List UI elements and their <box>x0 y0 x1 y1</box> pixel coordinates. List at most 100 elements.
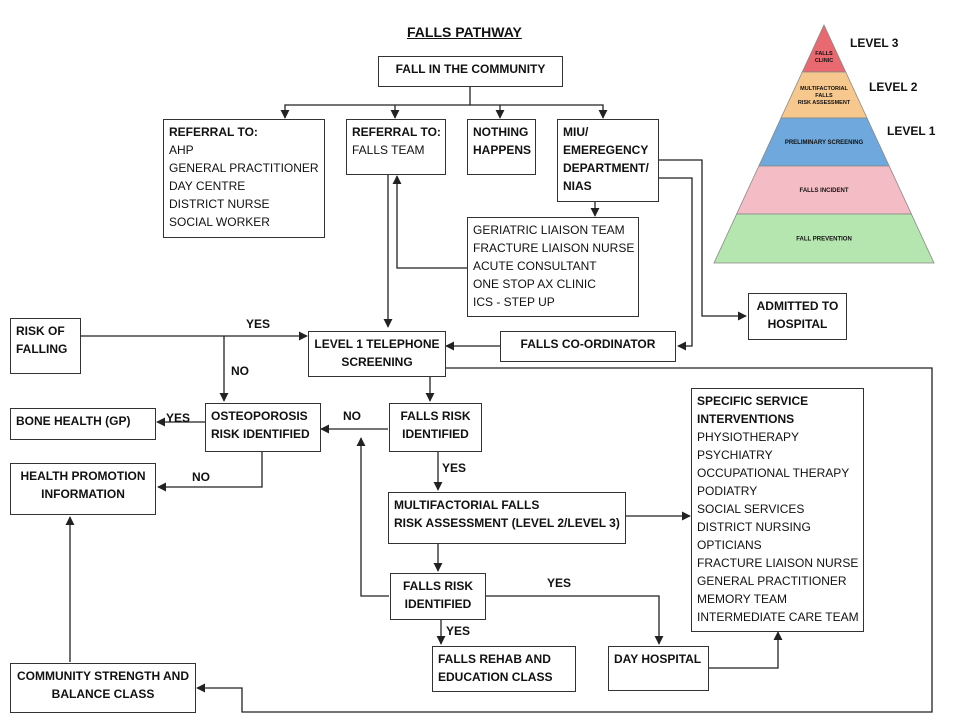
pyramid-level-text: RISK ASSESSMENT <box>798 100 851 106</box>
pyramid-level-text: MULTIFACTORIAL <box>800 86 848 92</box>
box-heading: REFERRAL TO: <box>169 125 258 139</box>
box-specific-services: SPECIFIC SERVICE INTERVENTIONS PHYSIOTHE… <box>691 388 864 632</box>
box-falls-coordinator: FALLS CO-ORDINATOR <box>500 331 676 362</box>
label-yes-bone: YES <box>166 411 191 425</box>
box-text: RISK ASSESSMENT (LEVEL 2/LEVEL 3) <box>394 516 620 530</box>
box-text: BONE HEALTH (GP) <box>16 414 131 428</box>
box-text: MULTIFACTORIAL FALLS <box>394 498 540 512</box>
box-level1-telephone-screening: LEVEL 1 TELEPHONE SCREENING <box>308 331 446 377</box>
pyramid-level-5 <box>713 213 935 264</box>
box-item: PSYCHIATRY <box>697 448 773 462</box>
box-text: ADMITTED TO <box>756 299 839 313</box>
box-text: FALLING <box>16 342 68 356</box>
label-yes-rehab: YES <box>446 624 471 638</box>
pyramid-level-text: FALLS <box>815 93 833 99</box>
box-nothing-happens: NOTHING HAPPENS <box>467 119 536 175</box>
box-item: OPTICIANS <box>697 538 762 552</box>
connector-fallsrisk2-loop <box>356 437 389 597</box>
box-text: EMEREGENCY <box>563 143 649 157</box>
box-text: RISK OF <box>16 324 65 338</box>
box-osteoporosis-risk: OSTEOPOROSIS RISK IDENTIFIED <box>205 403 321 452</box>
label-no-risk: NO <box>231 364 249 378</box>
box-item: DISTRICT NURSING <box>697 520 811 534</box>
label-no-osteo: NO <box>343 409 361 423</box>
box-item: INTERMEDIATE CARE TEAM <box>697 610 859 624</box>
box-admitted-to-hospital: ADMITTED TO HOSPITAL <box>748 293 847 340</box>
box-text: IDENTIFIED <box>404 597 472 611</box>
box-community-strength-balance: COMMUNITY STRENGTH AND BALANCE CLASS <box>10 663 196 713</box>
box-health-promotion: HEALTH PROMOTION INFORMATION <box>10 463 156 515</box>
box-text: NIAS <box>563 179 592 193</box>
pyramid-level-1 <box>801 24 847 73</box>
box-day-hospital: DAY HOSPITAL <box>608 646 709 691</box>
box-item: DISTRICT NURSE <box>169 197 270 211</box>
box-item: FRACTURE LIAISON NURSE <box>473 241 635 255</box>
box-falls-risk-identified-2: FALLS RISK IDENTIFIED <box>390 573 486 620</box>
box-text: OSTEOPOROSIS <box>211 409 308 423</box>
box-text: NOTHING <box>473 125 529 139</box>
connector-fall-miu <box>470 104 608 119</box>
box-text: DAY HOSPITAL <box>614 652 702 666</box>
box-text: HOSPITAL <box>767 317 828 331</box>
connector-dayhosp-services <box>709 631 783 669</box>
pyramid-level-text: CLINIC <box>815 58 833 64</box>
box-item: ONE STOP AX CLINIC <box>473 277 596 291</box>
label-yes-dayhosp: YES <box>547 576 572 590</box>
pyramid-level-text: FALL PREVENTION <box>796 237 852 243</box>
box-falls-rehab-education: FALLS REHAB AND EDUCATION CLASS <box>432 646 576 692</box>
box-falls-risk-identified-1: FALLS RISK IDENTIFIED <box>389 403 482 452</box>
box-item: FRACTURE LIAISON NURSE <box>697 556 859 570</box>
box-bone-health: BONE HEALTH (GP) <box>10 408 156 440</box>
level-3-label: LEVEL 3 <box>850 36 899 50</box>
box-text: FALLS RISK <box>400 409 471 423</box>
label-no-health: NO <box>192 470 210 484</box>
box-fall-in-community: FALL IN THE COMMUNITY <box>378 56 563 87</box>
box-item: GENERAL PRACTITIONER <box>697 574 847 588</box>
box-text: BALANCE CLASS <box>51 687 155 701</box>
box-referral-to-falls-team: REFERRAL TO: FALLS TEAM <box>346 119 446 175</box>
box-item: MEMORY TEAM <box>697 592 788 606</box>
box-item: GENERAL PRACTITIONER <box>169 161 319 175</box>
box-item: PHYSIOTHERAPY <box>697 430 800 444</box>
box-text: IDENTIFIED <box>402 427 469 441</box>
level-2-label: LEVEL 2 <box>869 80 918 94</box>
box-multifactorial-assessment: MULTIFACTORIAL FALLS RISK ASSESSMENT (LE… <box>388 492 626 544</box>
box-referral-to-general: REFERRAL TO: AHP GENERAL PRACTITIONER DA… <box>163 119 325 238</box>
box-item: OCCUPATIONAL THERAPY <box>697 466 850 480</box>
box-item: PODIATRY <box>697 484 758 498</box>
box-heading: REFERRAL TO: <box>352 125 441 139</box>
page-title: FALLS PATHWAY <box>407 24 522 40</box>
box-miu-emergency: MIU/ EMEREGENCY DEPARTMENT/ NIAS <box>557 119 659 202</box>
box-text: HAPPENS <box>473 143 532 157</box>
label-yes-falls1: YES <box>442 461 467 475</box>
box-text: DEPARTMENT/ <box>563 161 649 175</box>
box-text: FALLS RISK <box>402 579 473 593</box>
box-item: DAY CENTRE <box>169 179 246 193</box>
pyramid-level-text: FALLS <box>815 51 833 57</box>
pyramid-level-text: PRELIMINARY SCREENING <box>785 140 864 146</box>
label-yes-risk: YES <box>246 317 271 331</box>
box-text: RISK IDENTIFIED <box>211 427 310 441</box>
box-text: MIU/ <box>563 125 589 139</box>
box-item: GERIATRIC LIAISON TEAM <box>473 223 625 237</box>
connector-miu-coordinator <box>659 177 693 351</box>
connector-level1-loop <box>196 367 933 713</box>
box-text: FALLS CO-ORDINATOR <box>520 337 656 351</box>
box-item: ICS - STEP UP <box>473 295 555 309</box>
box-item: FALLS TEAM <box>352 143 425 157</box>
connector-miu-admitted <box>659 159 747 321</box>
connector-fallsrisk2-dayhosp <box>486 595 664 645</box>
box-item: SOCIAL WORKER <box>169 215 270 229</box>
box-text: INFORMATION <box>41 487 125 501</box>
level-1-label: LEVEL 1 <box>887 124 936 138</box>
box-text: EDUCATION CLASS <box>438 670 553 684</box>
box-item: ACUTE CONSULTANT <box>473 259 597 273</box>
box-item: AHP <box>169 143 194 157</box>
connector-fall-split <box>280 87 471 119</box>
box-text: FALL IN THE COMMUNITY <box>395 62 546 76</box>
box-risk-of-falling: RISK OF FALLING <box>10 318 81 374</box>
box-text: HEALTH PROMOTION <box>20 469 146 483</box>
box-text: FALLS REHAB AND <box>438 652 551 666</box>
